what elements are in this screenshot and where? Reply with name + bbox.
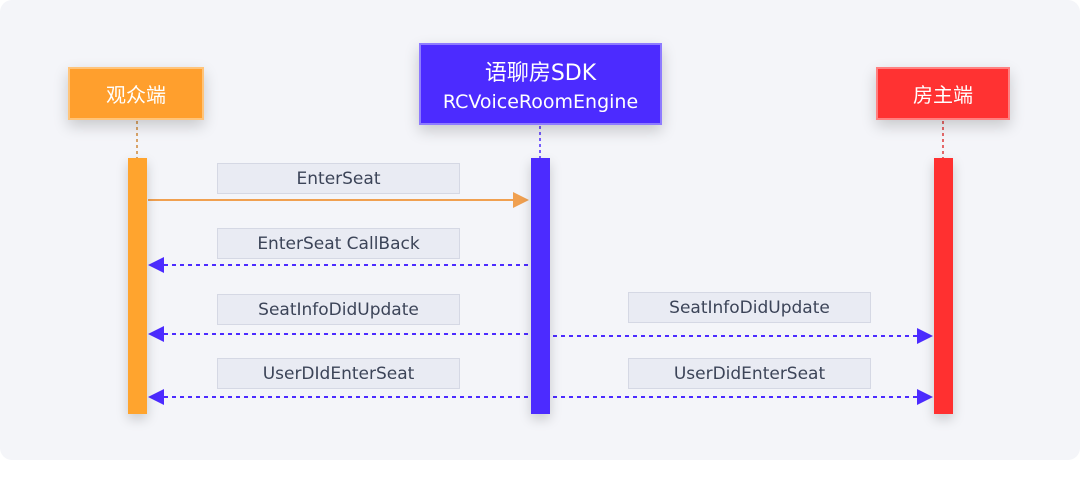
message-user-enter-right: UserDidEnterSeat [628, 358, 871, 389]
activation-bar-audience [128, 158, 147, 414]
message-seat-info-left: SeatInfoDidUpdate [217, 294, 460, 325]
message-user-enter-left: UserDIdEnterSeat [217, 358, 460, 389]
activation-bar-sdk [531, 158, 550, 414]
actor-audience: 观众端 [68, 67, 204, 120]
activation-bar-host [934, 158, 953, 414]
actor-host: 房主端 [876, 67, 1010, 120]
actor-audience-label: 观众端 [106, 83, 166, 107]
actor-sdk-title: 语聊房SDK [484, 61, 597, 86]
actor-sdk-subtitle: RCVoiceRoomEngine [442, 91, 639, 113]
actor-host-label: 房主端 [913, 83, 973, 107]
actor-sdk: 语聊房SDK RCVoiceRoomEngine [419, 43, 662, 125]
message-enter-seat: EnterSeat [217, 163, 460, 194]
message-enter-seat-callback: EnterSeat CallBack [217, 228, 460, 259]
message-seat-info-right: SeatInfoDidUpdate [628, 292, 871, 323]
